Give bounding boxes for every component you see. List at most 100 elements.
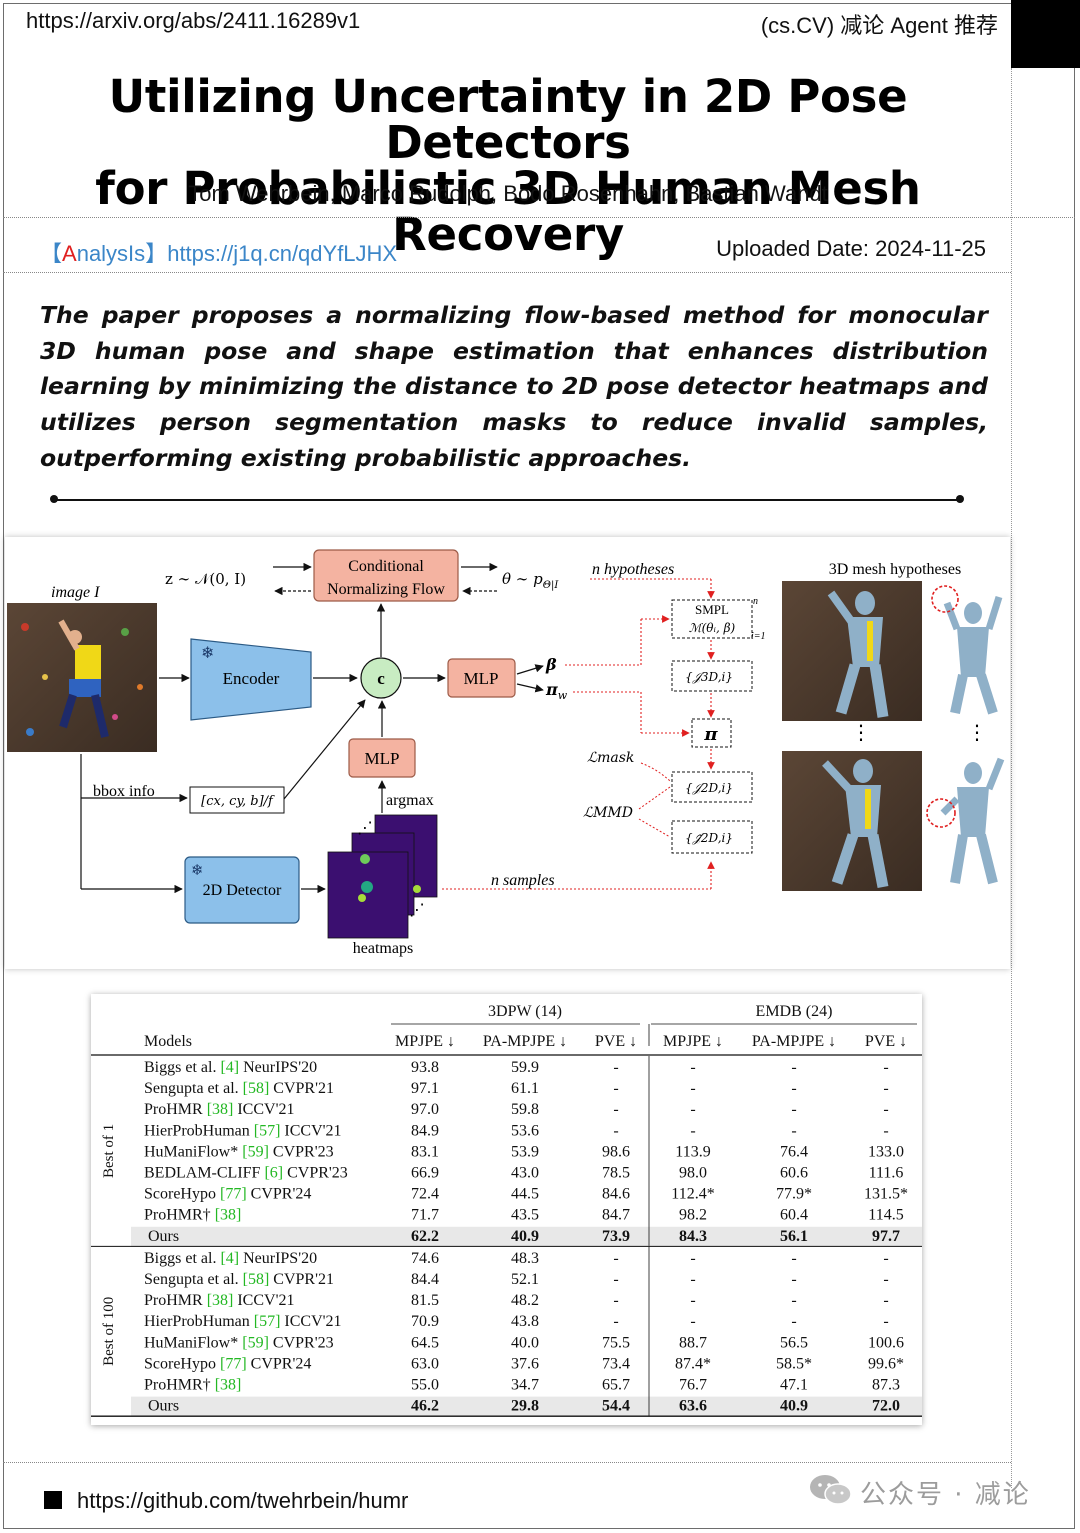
column-header: Models <box>144 1033 192 1050</box>
table-cell: 75.5 <box>602 1334 630 1351</box>
abstract-text: The paper proposes a normalizing flow-ba… <box>40 301 988 472</box>
table-cell: 72.0 <box>872 1398 900 1415</box>
vertical-dots-2: ⋮ <box>967 720 987 744</box>
table-cell: 113.9 <box>675 1143 710 1160</box>
table-cell: 56.1 <box>780 1228 808 1245</box>
mlp-block-right <box>447 658 516 698</box>
table-cell: 112.4* <box>671 1186 714 1203</box>
table-cell: - <box>690 1313 695 1330</box>
table-cell: 76.7 <box>679 1377 707 1394</box>
table-cell: 84.9 <box>411 1122 439 1139</box>
model-name: HuManiFlow* [59] CVPR'23 <box>144 1334 334 1351</box>
wechat-icon <box>810 1475 852 1505</box>
table-cell: 97.0 <box>411 1101 439 1118</box>
table-cell: 84.3 <box>679 1228 707 1245</box>
model-name: ProHMR† [38] <box>144 1377 241 1394</box>
paper-title: Utilizing Uncertainty in 2D Pose Detecto… <box>0 74 1016 258</box>
vertical-dots-1: ⋮ <box>851 720 871 744</box>
right-rule <box>1011 68 1012 1488</box>
freeze-icon: ❄ <box>201 643 214 662</box>
highlight-row <box>131 1396 922 1417</box>
table-cell: 74.6 <box>411 1250 439 1267</box>
separator-line <box>53 499 961 501</box>
model-name: Biggs et al. [4] NeurIPS'20 <box>144 1059 317 1076</box>
table-cell: - <box>883 1059 888 1076</box>
column-header: MPJPE ↓ <box>395 1033 455 1050</box>
table-cell: 63.0 <box>411 1355 439 1372</box>
table-cell: 97.7 <box>872 1228 900 1245</box>
analysis-url[interactable]: https://j1q.cn/qdYfLJHX <box>167 241 398 266</box>
input-image <box>7 603 157 752</box>
table-cell: 54.4 <box>602 1398 630 1415</box>
arxiv-link[interactable]: https://arxiv.org/abs/2411.16289v1 <box>26 8 361 33</box>
table-cell: 60.6 <box>780 1165 808 1182</box>
github-link[interactable]: https://github.com/twehrbein/humr <box>77 1488 409 1513</box>
paper-authors: Tom Wehrbein, Marco Rudolph, Bodo Rosenh… <box>188 181 828 206</box>
table-cell: 53.9 <box>511 1143 539 1160</box>
pi-box <box>691 718 732 748</box>
column-header: PA-MPJPE ↓ <box>483 1033 567 1050</box>
beta-label: β <box>545 655 557 674</box>
j2d-box <box>671 771 753 803</box>
mlp-bottom-label: MLP <box>365 749 400 768</box>
table-cell: 71.7 <box>411 1207 439 1224</box>
table-cell: 66.9 <box>411 1165 439 1182</box>
table-cell: 48.2 <box>511 1292 539 1309</box>
model-name: HuManiFlow* [59] CVPR'23 <box>144 1143 334 1160</box>
corner-block <box>1011 0 1080 68</box>
detector-label: 2D Detector <box>203 882 282 899</box>
bbox-info-label: bbox info <box>93 783 155 800</box>
model-name: ScoreHypo [77] CVPR'24 <box>144 1355 311 1372</box>
j2d-label: {𝒥2D,i} <box>685 781 733 795</box>
encoder-label: Encoder <box>223 669 280 688</box>
table-cell: - <box>883 1271 888 1288</box>
table-cell: - <box>883 1313 888 1330</box>
table-cell: 88.7 <box>679 1334 707 1351</box>
n-hypotheses-label: n hypotheses <box>592 561 674 578</box>
heatmaps-stack: ⋰ ⋰ <box>327 814 438 939</box>
table-cell: - <box>791 1122 796 1139</box>
divider-bottom <box>3 1462 1011 1463</box>
mesh-hypothesis-2 <box>782 751 922 891</box>
table-cell: - <box>791 1101 796 1118</box>
bracket-close: 】 <box>145 241 168 266</box>
l-mmd-label: ℒMMD <box>583 805 633 821</box>
page-frame <box>3 3 1075 1529</box>
table-cell: 111.6 <box>869 1165 904 1182</box>
divider-top <box>3 217 1075 218</box>
z-prior-label: z ∼ 𝒩(0, I) <box>165 570 246 588</box>
table-cell: - <box>613 1122 618 1139</box>
table-cell: - <box>613 1250 618 1267</box>
concat-node <box>360 657 402 699</box>
bracket-open: 【 <box>40 241 63 266</box>
table-cell: 44.5 <box>511 1186 539 1203</box>
section-label: Best of 1 <box>101 1124 117 1178</box>
table-cell: 93.8 <box>411 1059 439 1076</box>
table-cell: - <box>690 1292 695 1309</box>
table-cell: - <box>613 1292 618 1309</box>
smpl-sup: n <box>753 596 758 607</box>
mesh-side-1 <box>931 585 1003 715</box>
table-cell: - <box>883 1080 888 1097</box>
argmax-label: argmax <box>386 792 434 809</box>
analysis-link[interactable]: 【AnalysIs】https://j1q.cn/qdYfLJHX <box>40 236 397 268</box>
table-cell: 87.4* <box>675 1355 711 1372</box>
column-header: MPJPE ↓ <box>663 1033 723 1050</box>
model-name: HierProbHuman [57] ICCV'21 <box>144 1313 342 1330</box>
table-cell: 63.6 <box>679 1398 707 1415</box>
table-cell: 53.6 <box>511 1122 539 1139</box>
image-label: image I <box>51 584 100 601</box>
svg-text:⋰: ⋰ <box>357 818 373 837</box>
table-cell: 64.5 <box>411 1334 439 1351</box>
j2d-tilde-box <box>671 820 753 854</box>
table-cell: 99.6* <box>868 1355 904 1372</box>
mesh-side-2 <box>926 757 1005 885</box>
model-name: ProHMR† [38] <box>144 1207 241 1224</box>
cnf-line2: Normalizing Flow <box>327 581 445 598</box>
smpl-formula: ℳ(θᵢ, β) <box>689 621 736 635</box>
table-cell: 56.5 <box>780 1334 808 1351</box>
table-cell: 40.9 <box>511 1228 539 1245</box>
table-cell: - <box>883 1122 888 1139</box>
table-cell: - <box>613 1271 618 1288</box>
detector-block <box>184 856 300 924</box>
